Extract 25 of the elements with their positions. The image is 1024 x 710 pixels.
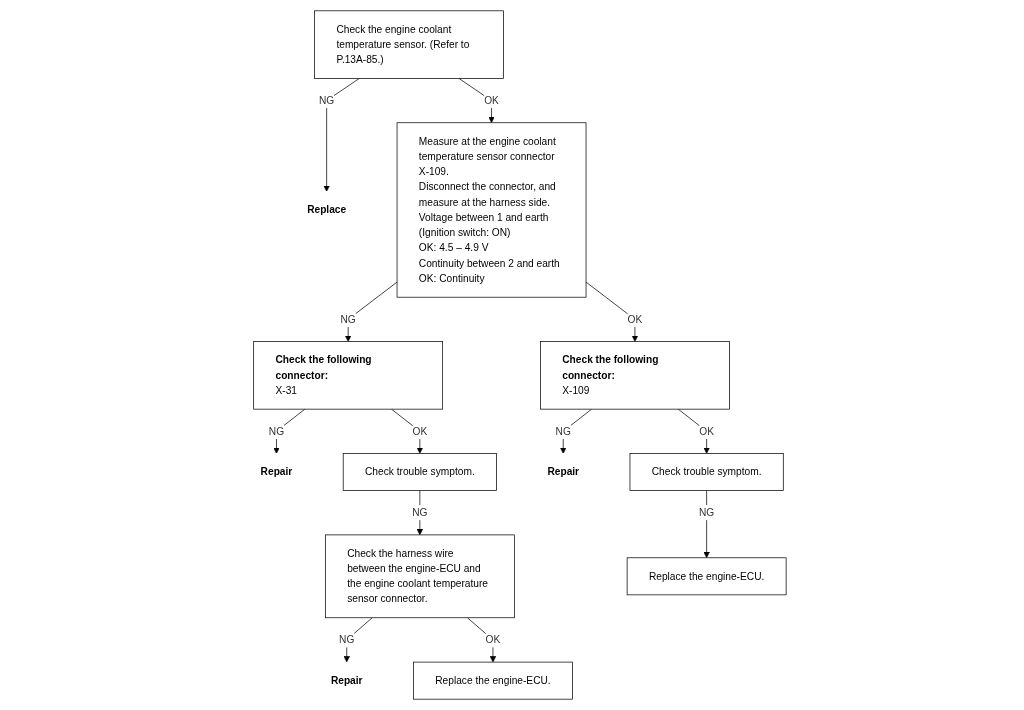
edge-label: OK: [412, 425, 427, 437]
node-box: Replace the engine-ECU.: [626, 557, 786, 596]
node-box: Check trouble symptom.: [629, 453, 784, 491]
node-box: Check trouble symptom.: [342, 453, 497, 491]
edge-label: NG: [555, 425, 571, 437]
node-box: Check the following connector: X-109: [539, 341, 730, 410]
node-box: Measure at the engine coolant temperature sensor connector X-109. Disconnect the connector, and measure at the harness side. Voltage between 1 and earth (Ignition switch: ON) OK: 4.5 – 4.9 V Continuity between 2 and earth OK: Continuity: [396, 122, 586, 298]
edge-label: OK: [627, 313, 642, 325]
edge-label: OK: [483, 94, 499, 107]
node-text: Repair: [546, 465, 579, 478]
node-box: Check the engine coolant temperature sensor. (Refer to P.13A-85.): [313, 10, 504, 79]
node-text: Repair: [330, 674, 363, 687]
node-box: Check the following connector: X-31: [252, 341, 443, 410]
edge-label: NG: [318, 94, 334, 107]
edge-label: OK: [698, 425, 714, 437]
edge-label: NG: [268, 425, 284, 437]
edge-label: NG: [338, 633, 354, 646]
edge-label: NG: [698, 506, 714, 519]
node-box: Replace the engine-ECU.: [412, 661, 573, 700]
edge-label: OK: [485, 633, 500, 646]
node-text: Repair: [260, 465, 292, 478]
node-text: Replace: [306, 203, 346, 216]
edge-label: NG: [411, 506, 427, 519]
node-box: Check the harness wire between the engine-ECU and the engine coolant temperature sensor connector.: [324, 534, 515, 619]
edge-label: NG: [340, 313, 356, 325]
